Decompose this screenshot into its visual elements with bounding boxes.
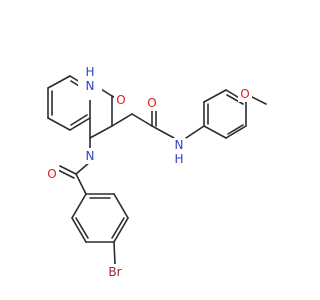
nh-ring-hydrogen: H [85, 65, 94, 79]
bond-22 [203, 125, 227, 139]
bond-5 [47, 75, 71, 89]
bond-44 [75, 217, 89, 239]
label-bg [238, 86, 252, 102]
bond-30 [227, 124, 244, 135]
label-bg [114, 92, 128, 108]
label-bg [45, 166, 59, 182]
bond-16 [111, 113, 133, 127]
bond-41 [71, 193, 87, 219]
bond-31 [249, 95, 267, 105]
lactam-oxygen: O [116, 93, 125, 107]
molecule-structure: H N O O N H O N O Br [45, 65, 267, 280]
bond-37 [113, 193, 129, 219]
amide-nitrogen: N [175, 138, 184, 152]
bond-17 [131, 113, 153, 127]
bond-layer [47, 75, 267, 265]
label-bg [83, 148, 97, 164]
label-bg [104, 264, 126, 280]
benzoyl-oxygen: O [47, 167, 56, 181]
atom-label-layer: H N O O N H O N O Br [45, 65, 252, 280]
bromine-atom: Br [108, 265, 121, 279]
methoxy-oxygen: O [240, 87, 249, 101]
amide-oxygen: O [147, 96, 156, 110]
label-bg [145, 95, 159, 111]
label-bg [172, 138, 186, 168]
bond-2 [69, 117, 91, 131]
bond-29 [226, 94, 244, 105]
bond-26 [203, 89, 227, 103]
amide-hydrogen: H [174, 152, 183, 166]
bond-1 [47, 117, 71, 131]
bond-7 [70, 114, 88, 126]
bond-38 [113, 217, 129, 243]
bond-23 [225, 125, 247, 139]
bond-21 [185, 125, 205, 139]
bond-35 [75, 173, 87, 195]
bond-33 [59, 165, 77, 175]
bond-40 [71, 217, 87, 243]
bond-43 [111, 217, 125, 239]
bond-45 [113, 241, 116, 265]
bond-12 [89, 125, 113, 139]
label-bg [78, 66, 102, 100]
structure-canvas: H N O O N H O N O Br [45, 65, 267, 280]
nh-ring-nitrogen: N [86, 79, 95, 93]
bond-20 [151, 125, 175, 139]
bond-34 [57, 169, 75, 179]
ring-nitrogen: N [86, 149, 95, 163]
